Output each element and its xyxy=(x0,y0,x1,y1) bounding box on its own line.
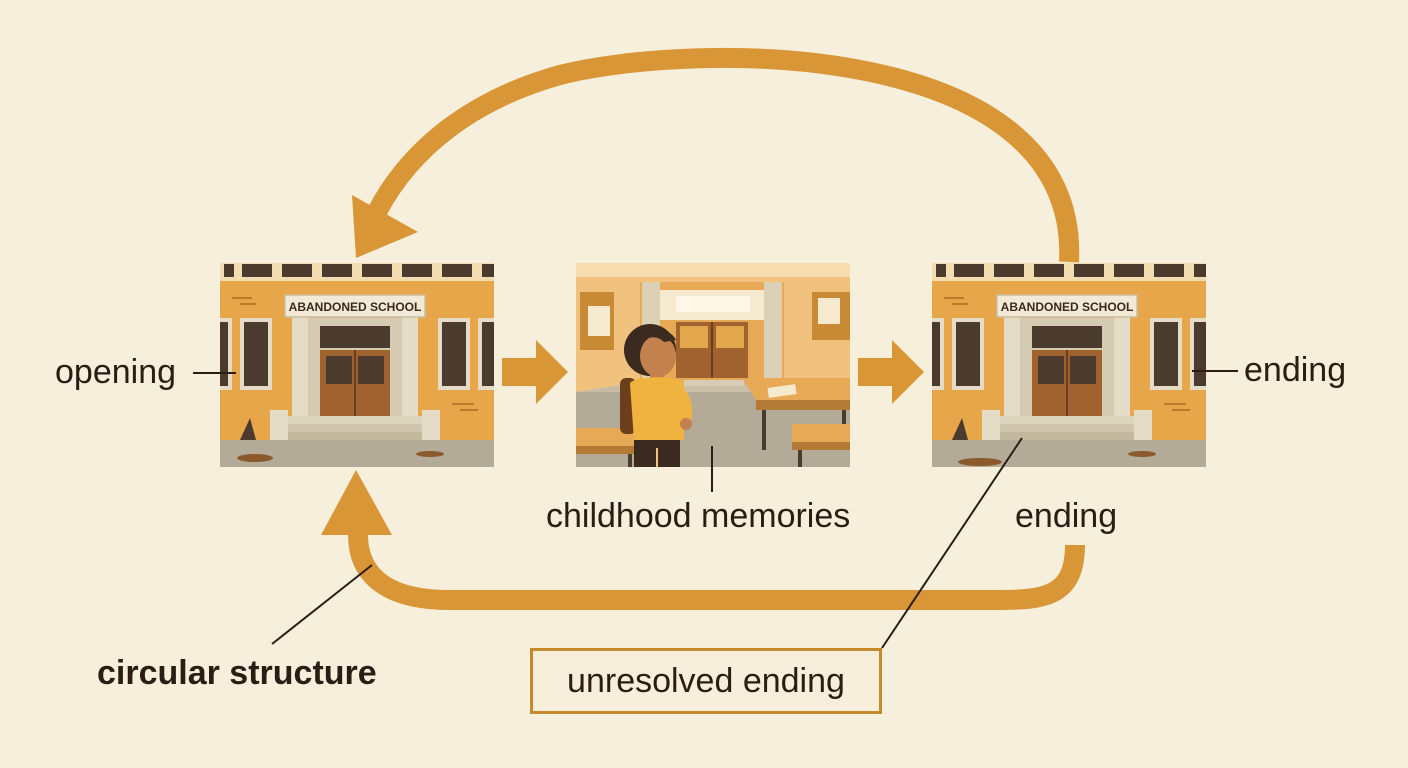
ending-label-right: ending xyxy=(1244,351,1347,389)
opening-panel: ABANDONED SCHOOL xyxy=(220,263,494,467)
top-loop-arrow xyxy=(352,47,1080,263)
bottom-loop-arrowhead xyxy=(321,470,392,535)
unresolved-ending-label: unresolved ending xyxy=(567,661,845,700)
forward-arrow-1 xyxy=(502,340,568,404)
circular-leader-line xyxy=(271,564,373,645)
opening-school-sign: ABANDONED SCHOOL xyxy=(289,300,422,314)
ending-panel: ABANDONED SCHOOL xyxy=(932,263,1206,467)
child-figure xyxy=(620,324,693,467)
unresolved-leader-line xyxy=(881,437,1023,649)
ending-school-sign: ABANDONED SCHOOL xyxy=(1001,300,1134,314)
top-loop-arrowhead xyxy=(352,195,418,258)
unresolved-ending-box: unresolved ending xyxy=(530,648,882,714)
circular-structure-label: circular structure xyxy=(97,654,377,692)
childhood-panel xyxy=(576,263,850,467)
childhood-memories-label: childhood memories xyxy=(546,497,851,535)
forward-arrow-2 xyxy=(858,340,924,404)
bottom-loop-arrow xyxy=(321,470,1085,610)
opening-label: opening xyxy=(55,353,177,391)
ending-label-below: ending xyxy=(1015,497,1118,535)
